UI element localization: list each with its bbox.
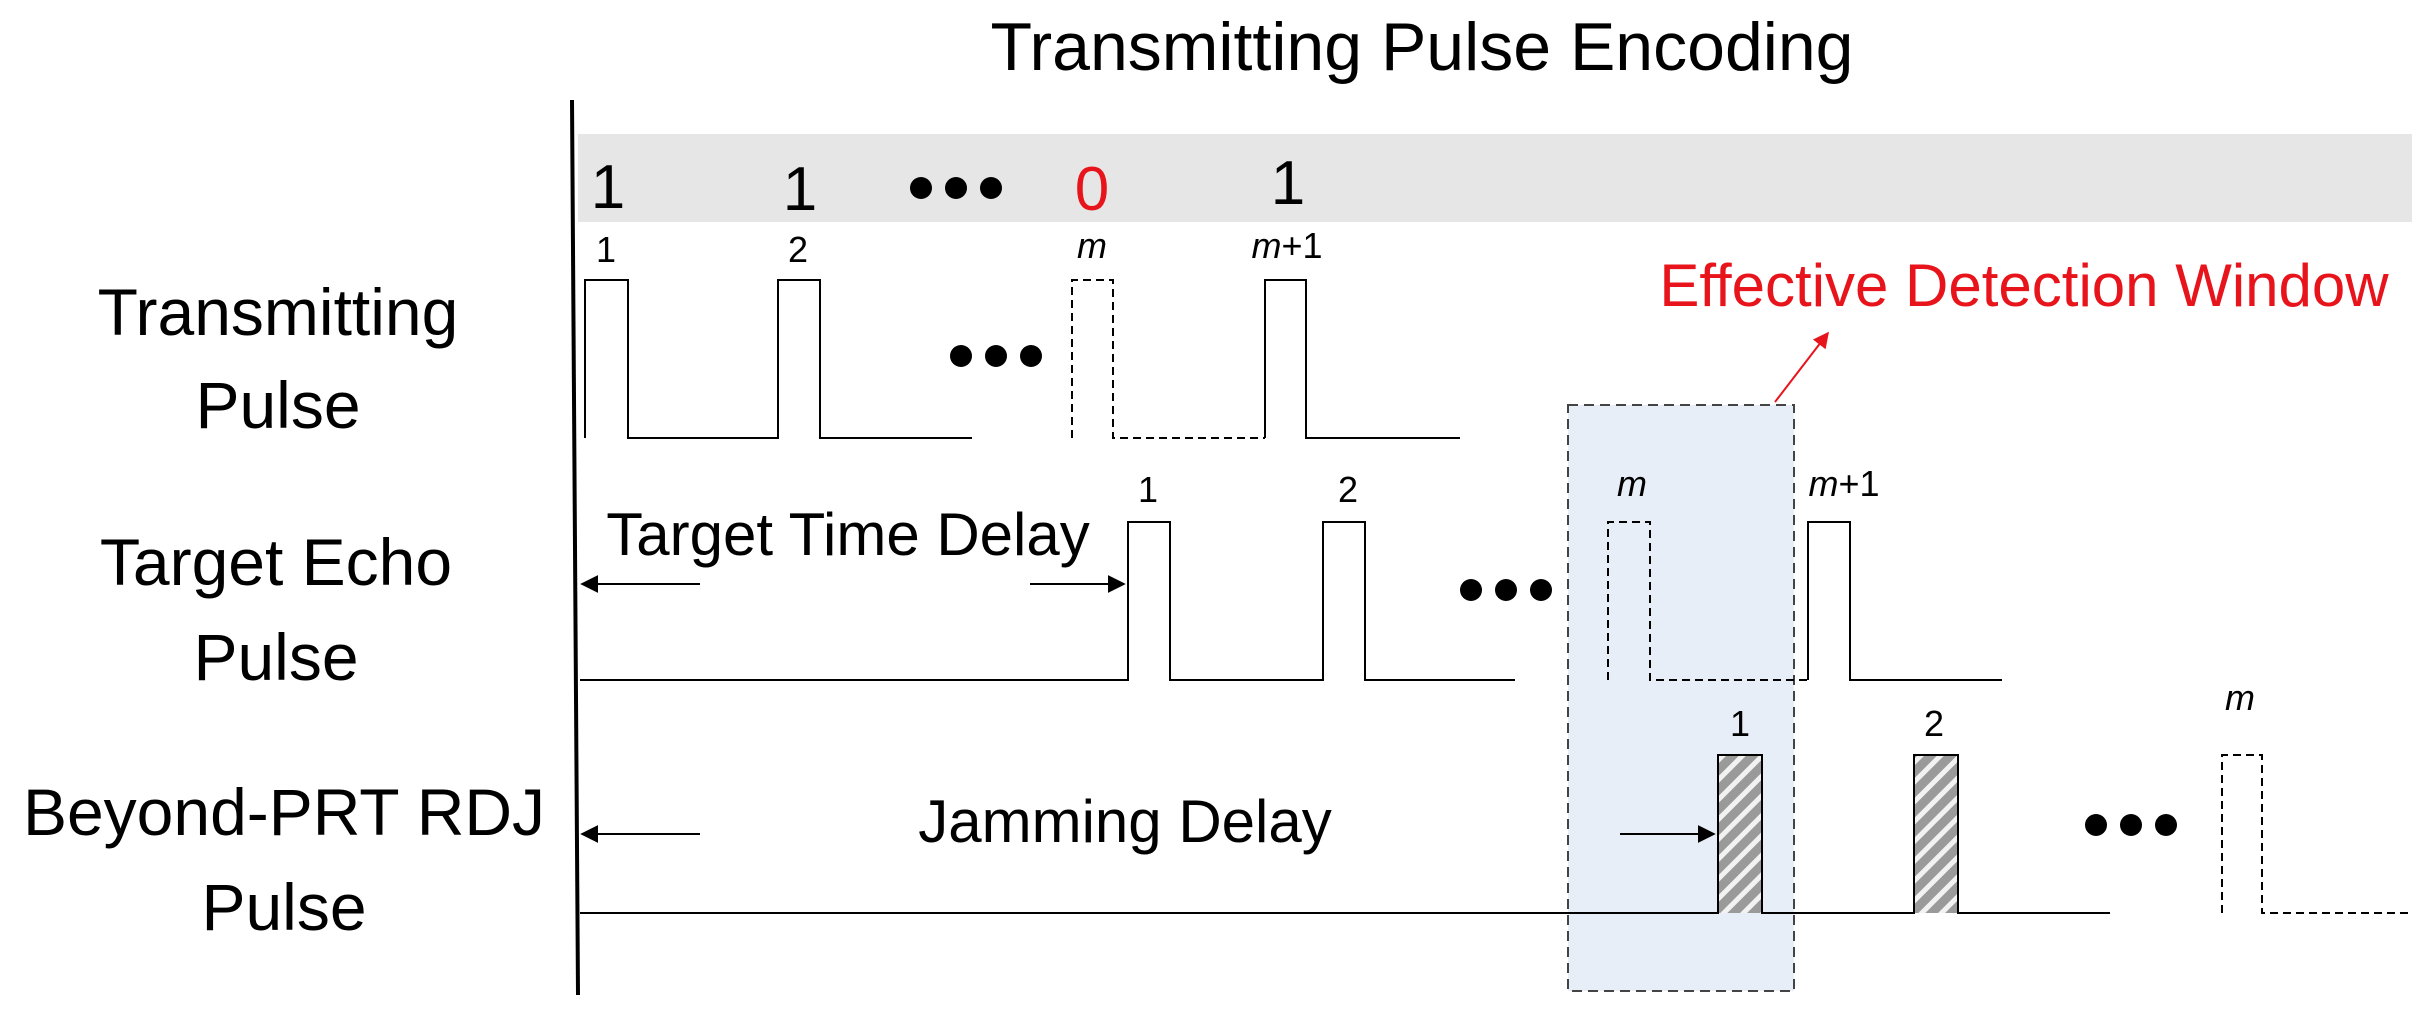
row-label-transmitting: Transmitting (98, 275, 459, 349)
tx-pulse-number-m: m (1077, 225, 1107, 266)
code-ellipsis (910, 177, 1002, 199)
rdj-pulse-train (580, 754, 2412, 914)
tx-pulse-number-1: 1 (596, 229, 616, 270)
row-label-echo-2: Pulse (193, 620, 358, 694)
vertical-axis (570, 99, 580, 996)
rdj-pulse-number-2: 2 (1924, 703, 1944, 744)
encoding-band (578, 134, 2412, 222)
window-pointer-arrow (1774, 331, 1829, 403)
echo-ellipsis (1460, 579, 1552, 601)
echo-pulse-number-1: 1 (1138, 469, 1158, 510)
row-label-echo: Target Echo (100, 525, 452, 599)
rdj-pulse-number-1: 1 (1730, 703, 1750, 744)
rdj-pulse-number-m: m (2225, 677, 2255, 718)
echo-pulse-number-m-plus-1: m+1 (1808, 463, 1879, 504)
row-label-rdj-2: Pulse (201, 870, 366, 944)
echo-pulse-train (580, 521, 2002, 681)
rdj-ellipsis (2085, 814, 2177, 836)
code-digit-1: 1 (591, 153, 625, 222)
diagram-title: Transmitting Pulse Encoding (990, 9, 1853, 85)
row-label-rdj: Beyond-PRT RDJ (23, 775, 545, 849)
code-digit-m-plus-1: 1 (1271, 149, 1305, 218)
effective-detection-window-label: Effective Detection Window (1659, 252, 2389, 319)
code-digit-zero: 0 (1075, 155, 1109, 224)
rdj-jamming-pulse-1 (1718, 755, 1762, 913)
jamming-delay-label: Jamming Delay (918, 788, 1331, 855)
transmitting-ellipsis (950, 345, 1042, 367)
row-label-transmitting-2: Pulse (195, 368, 360, 442)
rdj-jamming-pulse-2 (1914, 755, 1958, 913)
echo-pulse-number-m: m (1617, 463, 1647, 504)
code-digit-2: 1 (783, 155, 817, 224)
tx-pulse-number-m-plus-1: m+1 (1251, 225, 1322, 266)
transmitting-pulse-train (584, 279, 1460, 439)
target-time-delay-label: Target Time Delay (606, 501, 1090, 568)
echo-pulse-number-2: 2 (1338, 469, 1358, 510)
tx-pulse-number-2: 2 (788, 229, 808, 270)
